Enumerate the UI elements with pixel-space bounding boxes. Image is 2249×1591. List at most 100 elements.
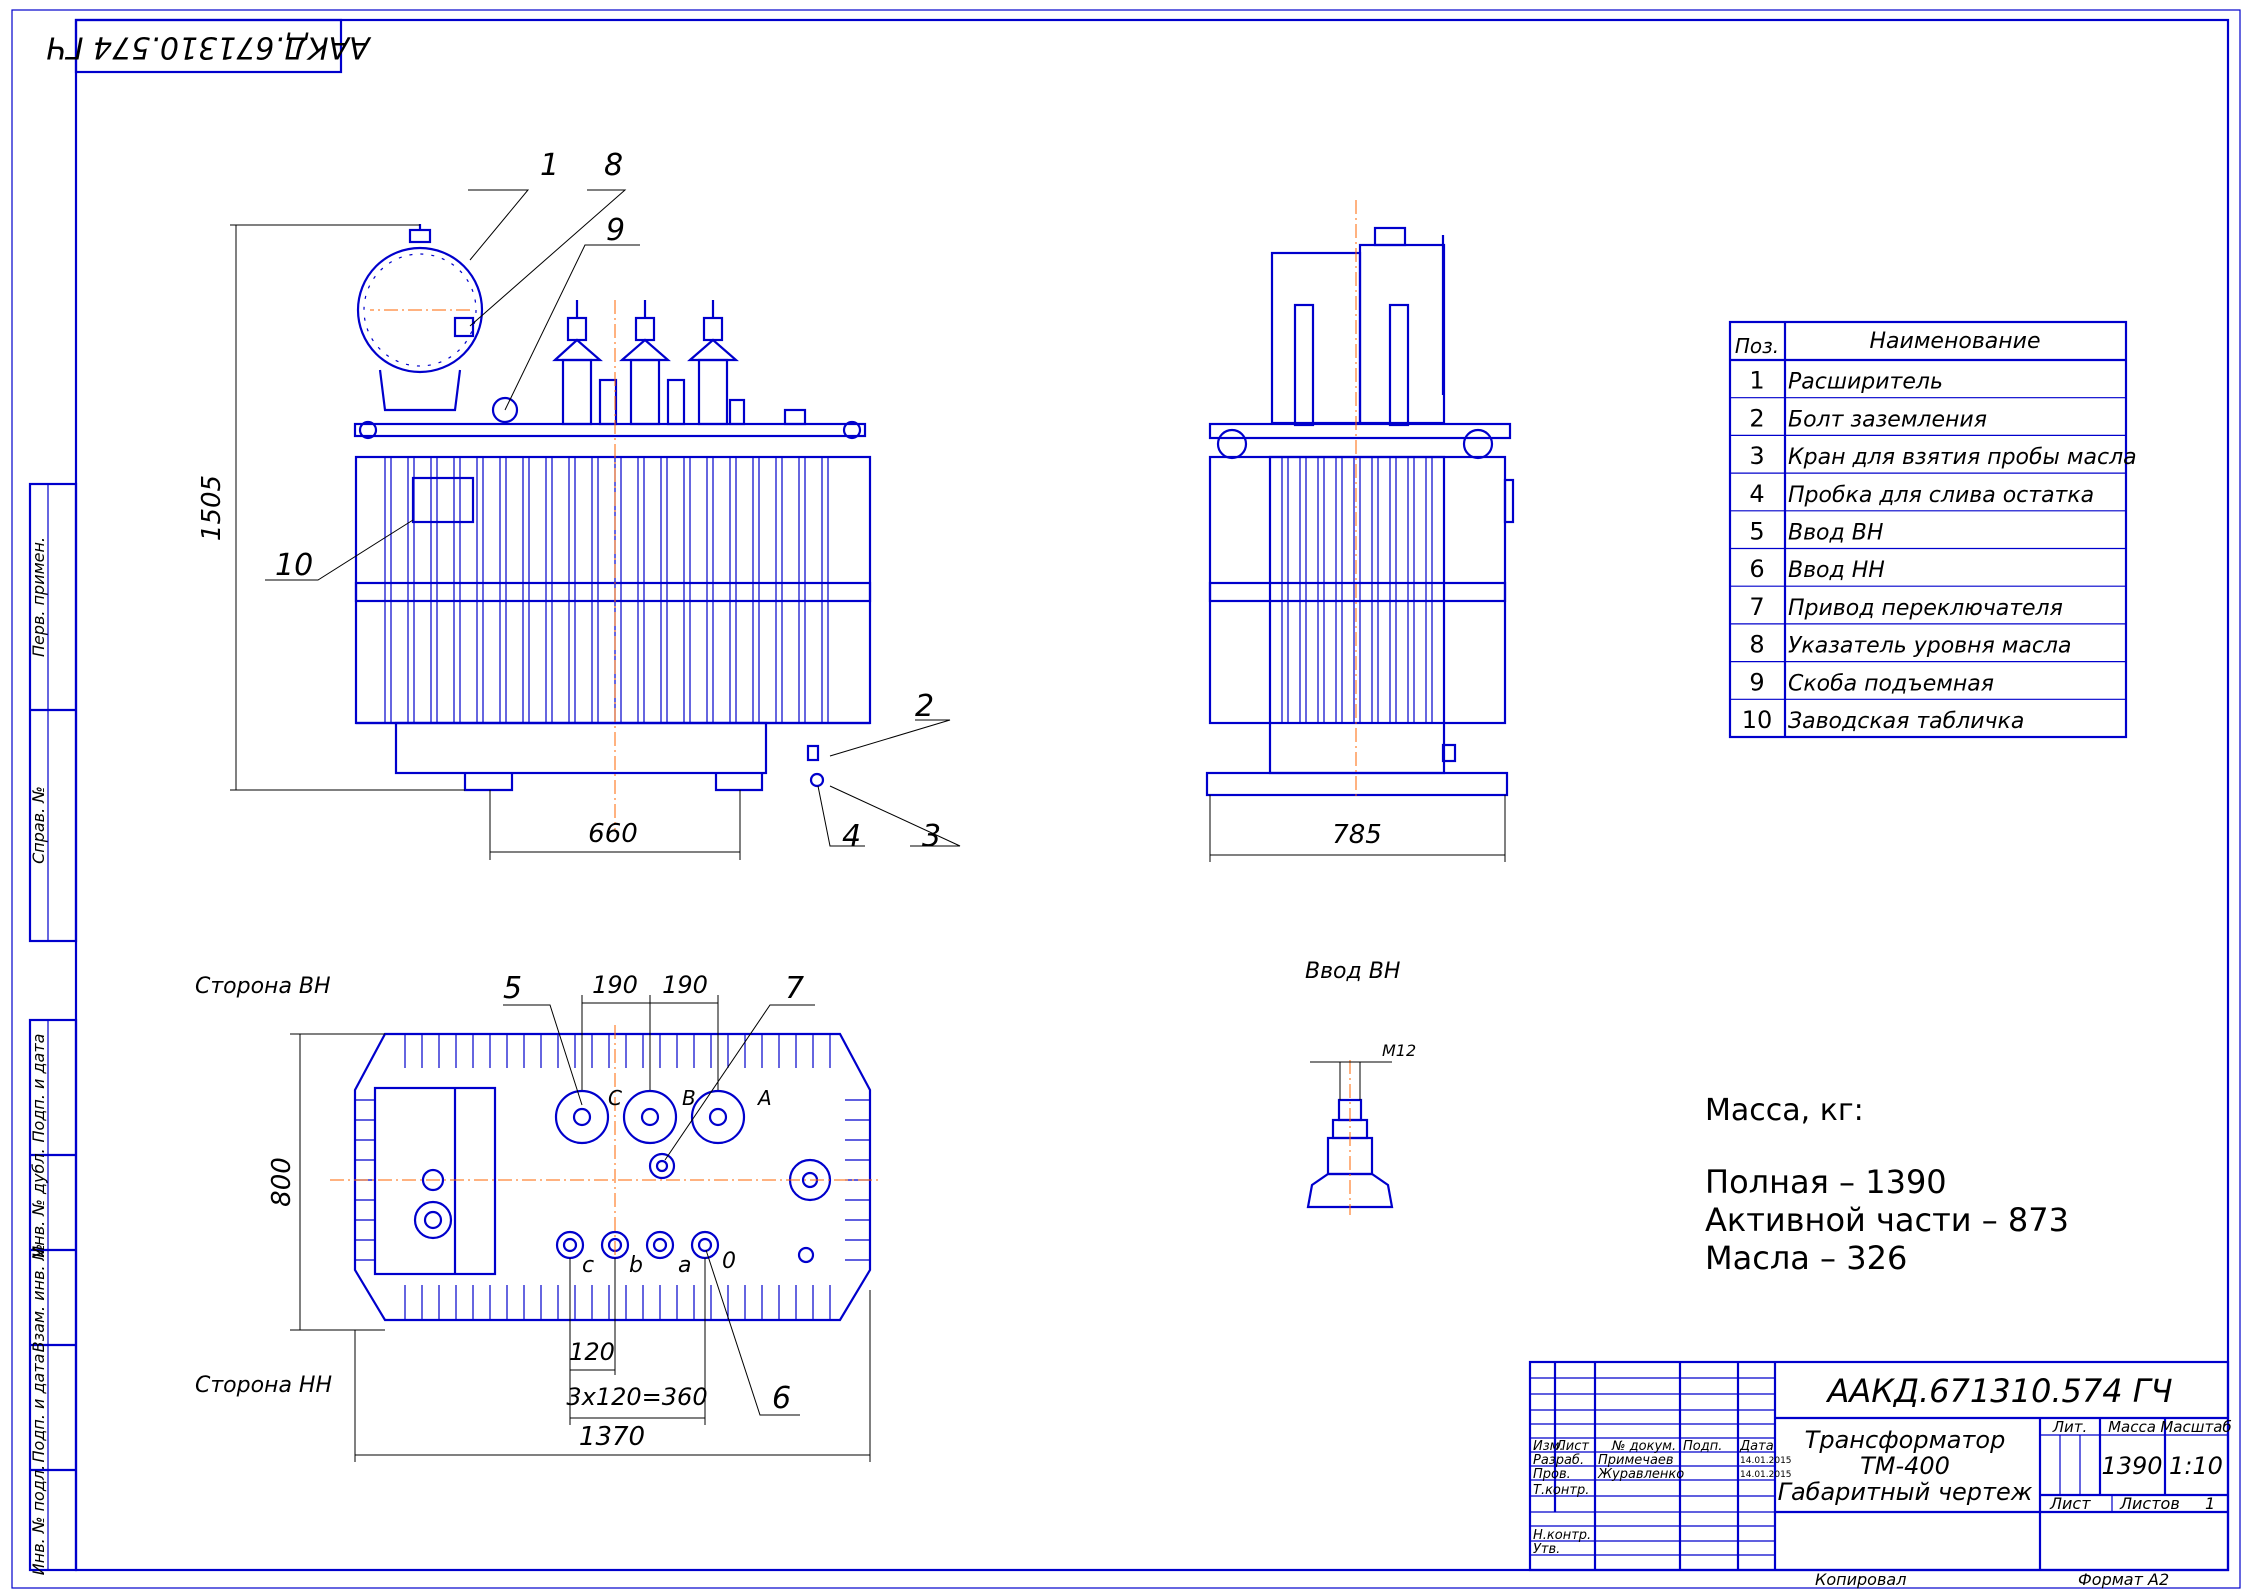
- callout-10: 10: [275, 548, 313, 583]
- front-dimensions: [230, 189, 961, 860]
- tb-col-header: № докум.: [1611, 1439, 1676, 1454]
- mass-total: Полная – 1390: [1705, 1163, 1947, 1201]
- parts-row-name: Болт заземления: [1788, 407, 1987, 432]
- mass-oil: Масла – 326: [1705, 1239, 1907, 1277]
- tb-col-header: Дата: [1739, 1439, 1774, 1454]
- tb-lit-label: Лит.: [2052, 1418, 2088, 1436]
- dim-hv-pitch-2: 190: [662, 971, 708, 999]
- parts-row-name: Расширитель: [1788, 370, 1943, 395]
- tb-col-header: Изм.: [1533, 1439, 1564, 1454]
- side-stamp: [28, 482, 78, 1572]
- tb-copied: Копировал: [1815, 1570, 1906, 1589]
- parts-row-pos: 5: [1749, 518, 1764, 546]
- callout-8: 8: [604, 148, 623, 183]
- tb-name-1: Трансформатор: [1805, 1426, 2006, 1454]
- mass-active: Активной части – 873: [1705, 1201, 2069, 1239]
- tb-name-2: ТМ-400: [1860, 1452, 1950, 1480]
- parts-row-name: Заводская табличка: [1788, 709, 2024, 734]
- side-label-sprav: Справ. №: [29, 786, 48, 864]
- hv-label-a: А: [756, 1086, 772, 1110]
- tb-name-3: Габаритный чертеж: [1778, 1478, 2033, 1506]
- side-label-podp1: Подп. и дата: [29, 1034, 48, 1143]
- parts-row-name: Указатель уровня масла: [1788, 634, 2071, 659]
- parts-row-name: Кран для взятия пробы масла: [1788, 445, 2137, 470]
- tb-scale-label: Масштаб: [2160, 1418, 2231, 1436]
- parts-row-pos: 3: [1749, 442, 1764, 470]
- callout-9: 9: [606, 213, 625, 248]
- dim-plan-length: 1370: [579, 1422, 645, 1452]
- lv-label-0: 0: [722, 1249, 736, 1274]
- tb-sheets-label: Листов: [2119, 1494, 2180, 1513]
- dim-lv-pitch: 120: [569, 1338, 615, 1366]
- side-lv-label: Сторона НН: [195, 1373, 332, 1398]
- side-label-perv: Перв. примен.: [29, 537, 48, 657]
- dim-height: 1505: [197, 475, 227, 541]
- input-hv-label: Ввод ВН: [1305, 959, 1400, 984]
- dim-plan-depth: 800: [267, 1157, 297, 1207]
- tb-col-header: Лист: [1555, 1439, 1589, 1454]
- tb-mass-label: Масса: [2108, 1418, 2156, 1436]
- tb-date: 14.01.2015: [1740, 1470, 1792, 1480]
- side-label-inv-dubl: Инв. № дубл.: [29, 1148, 48, 1257]
- side-dimensions: [1209, 795, 1506, 862]
- tb-mass-value: 1390: [2101, 1452, 2162, 1480]
- dim-side-width: 785: [1332, 820, 1382, 850]
- tb-role: Утв.: [1533, 1542, 1560, 1557]
- tb-format: Формат А2: [2078, 1570, 2169, 1589]
- callout-2: 2: [915, 689, 934, 724]
- tb-sheet-label: Лист: [2049, 1494, 2091, 1513]
- parts-row-pos: 6: [1749, 555, 1764, 583]
- side-label-inv-podl: Инв. № подл.: [29, 1465, 48, 1575]
- front-view: [353, 224, 872, 830]
- parts-header-pos: Поз.: [1735, 334, 1779, 358]
- parts-row-name: Привод переключателя: [1788, 596, 2063, 621]
- parts-row-pos: 7: [1749, 593, 1764, 621]
- tb-col-header: Подп.: [1683, 1439, 1722, 1454]
- title-block: [1528, 1360, 2230, 1572]
- side-label-podp2: Подп. и дата: [29, 1354, 48, 1463]
- parts-row-name: Ввод ВН: [1788, 521, 1883, 546]
- mass-title: Масса, кг:: [1705, 1093, 1864, 1128]
- tb-person: Журавленко: [1597, 1467, 1684, 1482]
- dim-front-width: 660: [588, 819, 638, 849]
- parts-row-name: Скоба подъемная: [1788, 671, 1994, 696]
- parts-header-name: Наименование: [1870, 329, 2041, 354]
- parts-row-pos: 4: [1749, 480, 1764, 508]
- callout-4: 4: [842, 819, 861, 854]
- tb-person: Примечаев: [1598, 1453, 1674, 1468]
- parts-row-pos: 2: [1749, 404, 1764, 432]
- tb-role: Н.контр.: [1533, 1528, 1591, 1543]
- plan-view: [330, 1025, 880, 1330]
- parts-row-pos: 9: [1749, 668, 1764, 696]
- parts-row-name: Ввод НН: [1788, 558, 1885, 583]
- tb-scale-value: 1:10: [2169, 1452, 2223, 1480]
- tb-role: Разраб.: [1533, 1453, 1584, 1468]
- mass-block: Масса, кг: Полная – 1390 Активной части …: [1705, 1093, 2069, 1277]
- callout-7: 7: [785, 971, 804, 1006]
- input-hv-detail: [1306, 1060, 1394, 1215]
- tb-sheets-value: 1: [2205, 1494, 2215, 1513]
- callout-1: 1: [540, 148, 559, 183]
- stamp-top-code: ААКД.671310.574 ГЧ: [46, 30, 371, 65]
- plan-dimensions: [290, 995, 871, 1462]
- tb-date: 14.01.2015: [1740, 1456, 1792, 1466]
- callout-3: 3: [922, 819, 941, 854]
- parts-table[interactable]: [1728, 320, 2128, 739]
- tb-role: Т.контр.: [1533, 1483, 1589, 1498]
- lv-label-c: с: [582, 1253, 594, 1278]
- hv-label-b: В: [682, 1086, 696, 1110]
- side-label-vzam: Взам. инв. №: [29, 1244, 48, 1353]
- tb-role: Пров.: [1533, 1467, 1571, 1482]
- lv-label-a: а: [678, 1253, 691, 1278]
- parts-row-pos: 8: [1749, 631, 1764, 659]
- callout-6: 6: [772, 1381, 791, 1416]
- dim-thread: М12: [1382, 1041, 1416, 1060]
- dim-lv-total: 3x120=360: [566, 1383, 707, 1411]
- side-hv-label: Сторона ВН: [195, 974, 331, 999]
- lv-label-b: b: [629, 1253, 643, 1278]
- dim-hv-pitch-1: 190: [592, 971, 638, 999]
- sheet-frame: [11, 9, 2241, 1589]
- parts-row-pos: 1: [1749, 367, 1764, 395]
- side-view: [1205, 200, 1515, 800]
